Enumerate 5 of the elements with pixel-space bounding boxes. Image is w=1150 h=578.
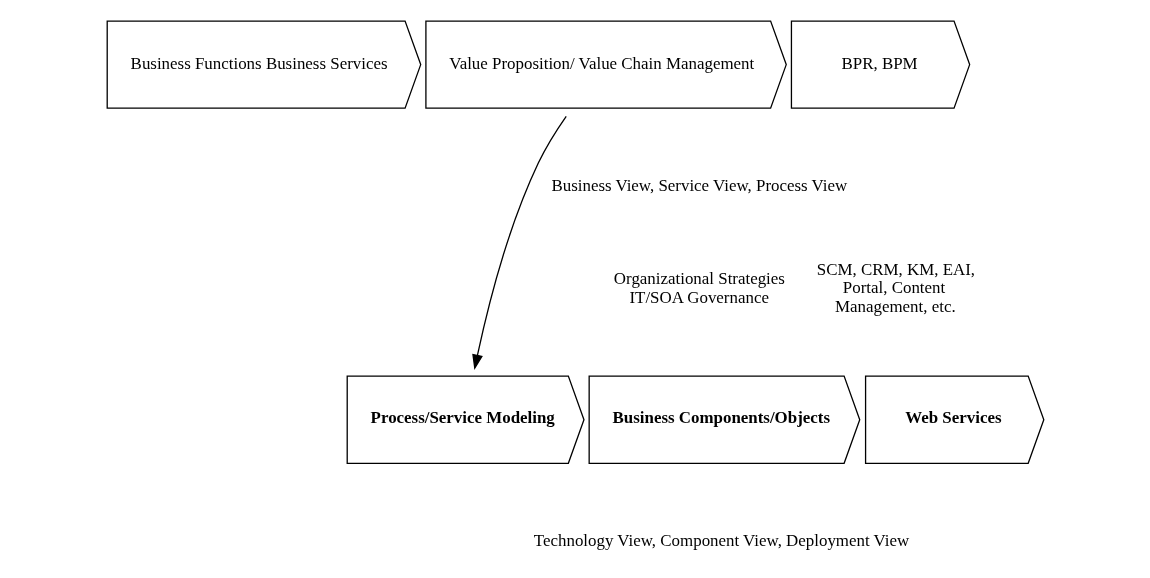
label: SCM, CRM, KM, EAI, Portal, Content Management, etc. — [816, 260, 975, 316]
label: Business View, Service View, Process View — [550, 175, 847, 195]
label: Technology View, Component View, Deployment View — [533, 530, 909, 550]
label: Organizational Strategies IT/SOA Governance — [613, 269, 785, 307]
arrow — [471, 115, 567, 371]
